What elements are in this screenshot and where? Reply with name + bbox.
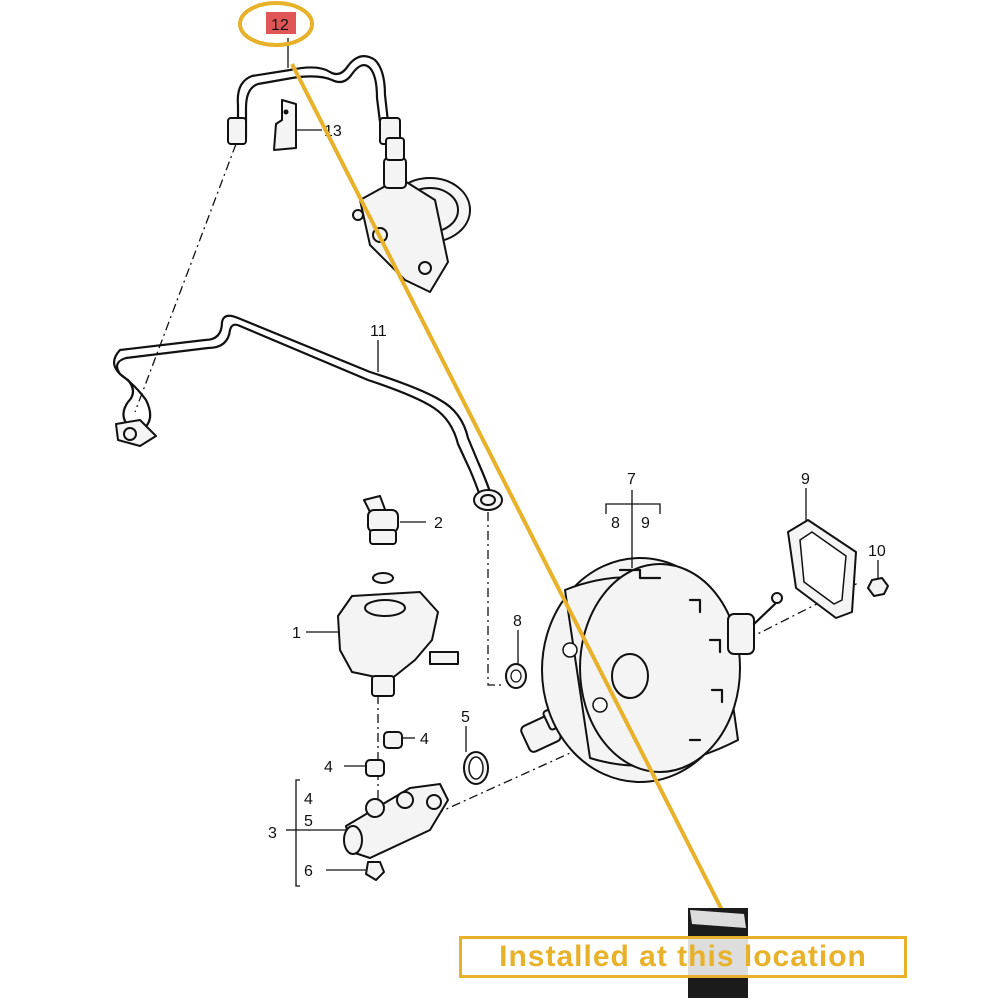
- part-12-highlight-box: [266, 12, 296, 34]
- callout-numbers: 2 1 4 4 4 5 3 6 5 8 7 8 9 9 10 11 13: [268, 123, 886, 880]
- vacuum-line-11: [113, 314, 503, 511]
- highlighted-part-12: 12: [238, 1, 728, 919]
- callout-10: 10: [868, 543, 886, 560]
- installed-location-banner: Installed at this location: [459, 936, 907, 978]
- callout-11: 11: [370, 323, 387, 340]
- callout-3: 3: [268, 825, 277, 842]
- callout-2: 2: [434, 515, 443, 532]
- connector-line-to-grommet: [487, 512, 505, 686]
- nut: [867, 577, 889, 597]
- seals: [365, 731, 403, 777]
- bracket-13: [273, 99, 322, 151]
- callout-4: 4: [324, 759, 333, 776]
- callout-6: 6: [304, 863, 313, 880]
- callout-7: 7: [627, 471, 636, 488]
- reservoir-cap: [363, 495, 399, 584]
- callout-9: 9: [801, 471, 810, 488]
- callout-5: 5: [461, 709, 470, 726]
- vacuum-hose-12: [227, 55, 401, 145]
- master-cylinder: [343, 783, 449, 881]
- callout-1: 1: [292, 625, 301, 642]
- callout-12: 12: [271, 17, 289, 34]
- callout-9: 9: [641, 515, 650, 532]
- brake-fluid-reservoir: [337, 591, 459, 697]
- connector-hose-to-line: [134, 143, 237, 413]
- callout-4: 4: [304, 791, 313, 808]
- callout-4: 4: [420, 731, 429, 748]
- brake-booster: [541, 557, 783, 783]
- pointer-line: [290, 63, 728, 919]
- callout-8: 8: [611, 515, 620, 532]
- callout-8: 8: [513, 613, 522, 630]
- highlight-ring: [238, 1, 314, 47]
- callout-5: 5: [304, 813, 313, 830]
